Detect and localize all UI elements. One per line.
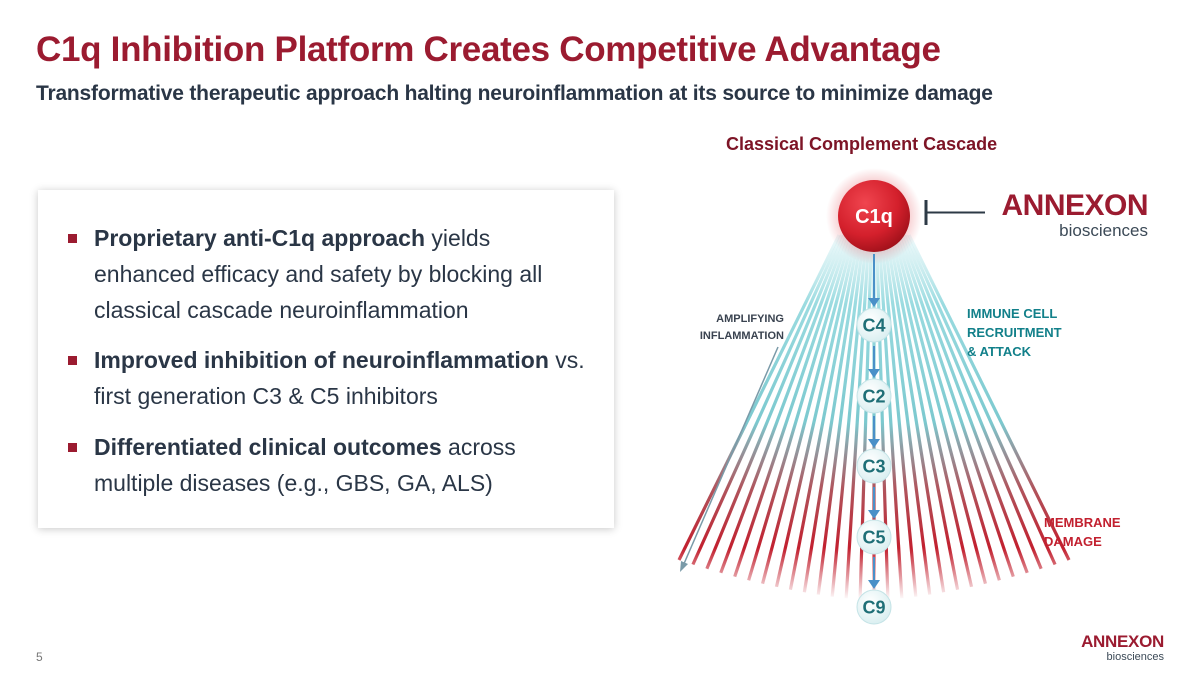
page-number: 5	[36, 650, 43, 664]
cascade-ray	[887, 234, 960, 590]
cascade-node-label: C5	[862, 528, 885, 548]
membrane-damage-label: MEMBRANE DAMAGE	[1044, 513, 1121, 551]
c1q-node	[838, 180, 910, 252]
down-arrow-icon	[868, 416, 880, 448]
immune-label-line: RECRUITMENT	[967, 325, 1062, 340]
cascade-ray	[844, 234, 871, 599]
cascade-ray	[830, 234, 869, 597]
cascade-node-label: C2	[862, 387, 885, 407]
cascade-ray	[733, 234, 851, 578]
down-arrow-icon	[868, 254, 880, 307]
amplifying-arrow-icon	[680, 346, 779, 572]
cascade-ray	[719, 234, 848, 574]
cascade-node-circle	[856, 519, 892, 555]
bullet-text: yields enhanced efficacy and safety by b…	[94, 225, 543, 323]
logo-brand: ANNEXON	[1001, 189, 1148, 222]
bullet-item: Improved inhibition of neuroinflammation…	[68, 342, 588, 414]
cascade-ray	[900, 234, 1029, 574]
cascade-node-c2: C2	[856, 378, 892, 414]
bullet-item: Differentiated clinical outcomes across …	[68, 429, 588, 501]
logo-sub: biosciences	[1106, 651, 1164, 663]
immune-label-line: & ATTACK	[967, 344, 1032, 359]
bullet-text: vs. first generation C3 & C5 inhibitors	[94, 347, 585, 409]
immune-label-line: IMMUNE CELL	[967, 306, 1058, 321]
amplifying-label-line: INFLAMMATION	[699, 330, 784, 342]
cascade-ray	[907, 234, 1071, 561]
cascade-title: Classical Complement Cascade	[726, 134, 998, 154]
immune-cell-label: IMMUNE CELL RECRUITMENT & ATTACK	[967, 304, 1062, 361]
cascade-ray	[802, 234, 864, 593]
cascade-ray	[761, 234, 856, 585]
cascade-ray	[889, 234, 974, 588]
down-arrow-icon	[868, 346, 880, 378]
slide-title: C1q Inhibition Platform Creates Competit…	[36, 30, 941, 69]
cascade-node-label: C3	[862, 457, 885, 477]
cascade-ray	[877, 234, 904, 599]
slide-subtitle: Transformative therapeutic approach halt…	[36, 82, 993, 105]
down-arrow-icon	[868, 487, 880, 519]
cascade-ray	[677, 234, 841, 561]
cascade-node-c3: C3	[856, 448, 892, 484]
cascade-ray	[884, 234, 946, 593]
cascade-ray	[788, 234, 861, 590]
cascade-node-c4: C4	[856, 307, 892, 343]
bullet-bold-text: Proprietary anti-C1q approach	[94, 225, 426, 251]
down-arrow-icon	[868, 557, 880, 589]
inhibit-bar-icon	[924, 200, 985, 225]
cascade-ray	[774, 234, 859, 588]
cascade-node-c5: C5	[856, 519, 892, 555]
bullet-text: across multiple diseases (e.g., GBS, GA,…	[94, 434, 516, 496]
bullet-bold-text: Improved inhibition of neuroinflammation	[94, 347, 549, 373]
cascade-ray	[905, 234, 1057, 566]
cascade-ray	[747, 234, 854, 581]
logo-brand: ANNEXON	[1081, 632, 1164, 651]
bullet-item: Proprietary anti-C1q approach yields enh…	[68, 220, 588, 328]
cascade-ray	[879, 234, 918, 597]
cascade-ray	[816, 234, 866, 595]
annexon-logo-footer: ANNEXON biosciences	[1060, 632, 1164, 663]
c1q-label: C1q	[855, 206, 893, 228]
cascade-node-label: C9	[862, 598, 885, 618]
cascade-ray	[882, 234, 932, 595]
cascade-node-label: C4	[862, 316, 885, 336]
cascade-ray	[691, 234, 843, 566]
bullet-bold-text: Differentiated clinical outcomes	[94, 434, 442, 460]
cascade-ray	[705, 234, 846, 570]
cascade-ray	[894, 234, 1001, 581]
cascade-ray	[897, 234, 1015, 578]
cascade-node-circle	[856, 448, 892, 484]
cascade-node-circle	[856, 307, 892, 343]
bullet-square-icon	[68, 443, 77, 452]
cascade-node-circle	[856, 589, 892, 625]
cascade-ray	[892, 234, 987, 585]
amplifying-label-line: AMPLIFYING	[716, 313, 784, 325]
cascade-ray	[902, 234, 1043, 570]
logo-sub: biosciences	[1059, 221, 1148, 240]
bullet-square-icon	[68, 356, 77, 365]
annexon-logo-diagram: ANNEXON biosciences	[990, 190, 1148, 240]
membrane-label-line: DAMAGE	[1044, 534, 1102, 549]
key-points-card: Proprietary anti-C1q approach yields enh…	[38, 190, 614, 528]
amplifying-inflammation-label: AMPLIFYING INFLAMMATION	[680, 311, 784, 345]
cascade-node-circle	[856, 378, 892, 414]
cascade-node-c9: C9	[856, 589, 892, 625]
bullet-square-icon	[68, 234, 77, 243]
membrane-label-line: MEMBRANE	[1044, 515, 1121, 530]
